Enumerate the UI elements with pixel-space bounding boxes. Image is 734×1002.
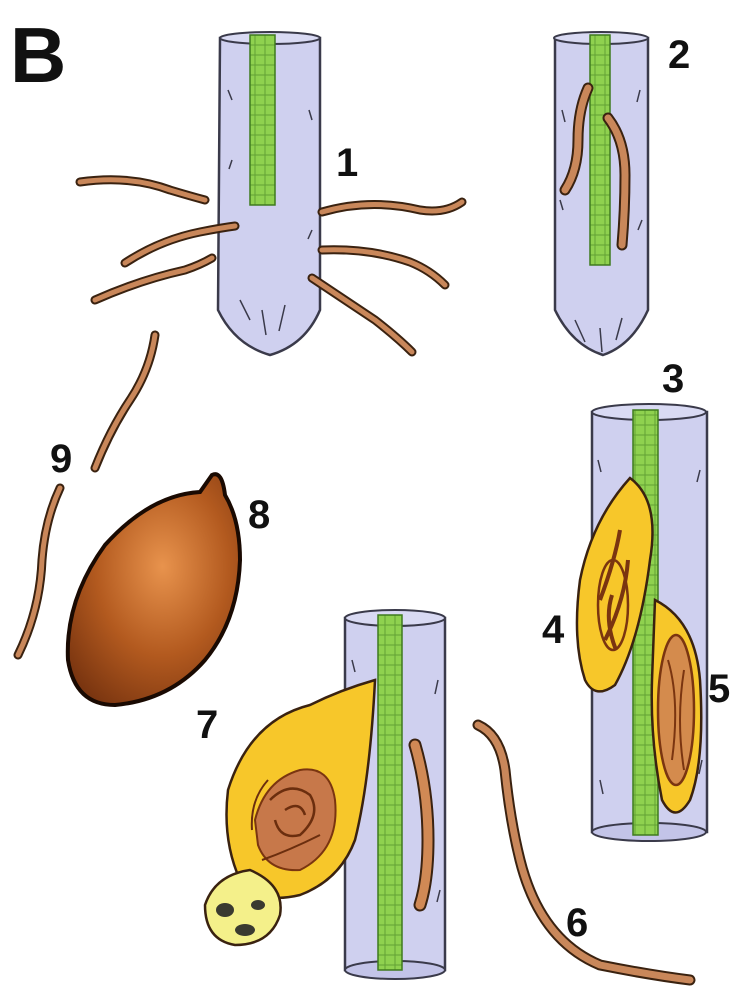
stage-label: 2 [668,33,690,77]
vascular-stele-1 [250,35,275,205]
stage-7-mature-female: 7 [196,610,445,979]
juvenile-worm [95,258,212,300]
stage-1-root-invasion: 1 [80,32,462,355]
stage-label: 3 [662,357,684,401]
stage-label: 1 [336,141,358,185]
vascular-stele-2 [590,35,610,265]
panel-label: B [10,11,66,99]
stage-label: 6 [566,901,588,945]
stage-label: 8 [248,493,270,537]
stage-label: 4 [542,608,565,652]
stage-label: 7 [196,703,218,747]
stage-label: 9 [50,437,72,481]
stage-2-migration: 2 [554,32,690,355]
cyst [68,474,240,705]
vascular-stele-7 [378,615,402,970]
stage-label: 5 [708,667,730,711]
stage-8-cyst: 8 [68,474,270,705]
stage-3-development: 3 4 5 [542,357,730,841]
